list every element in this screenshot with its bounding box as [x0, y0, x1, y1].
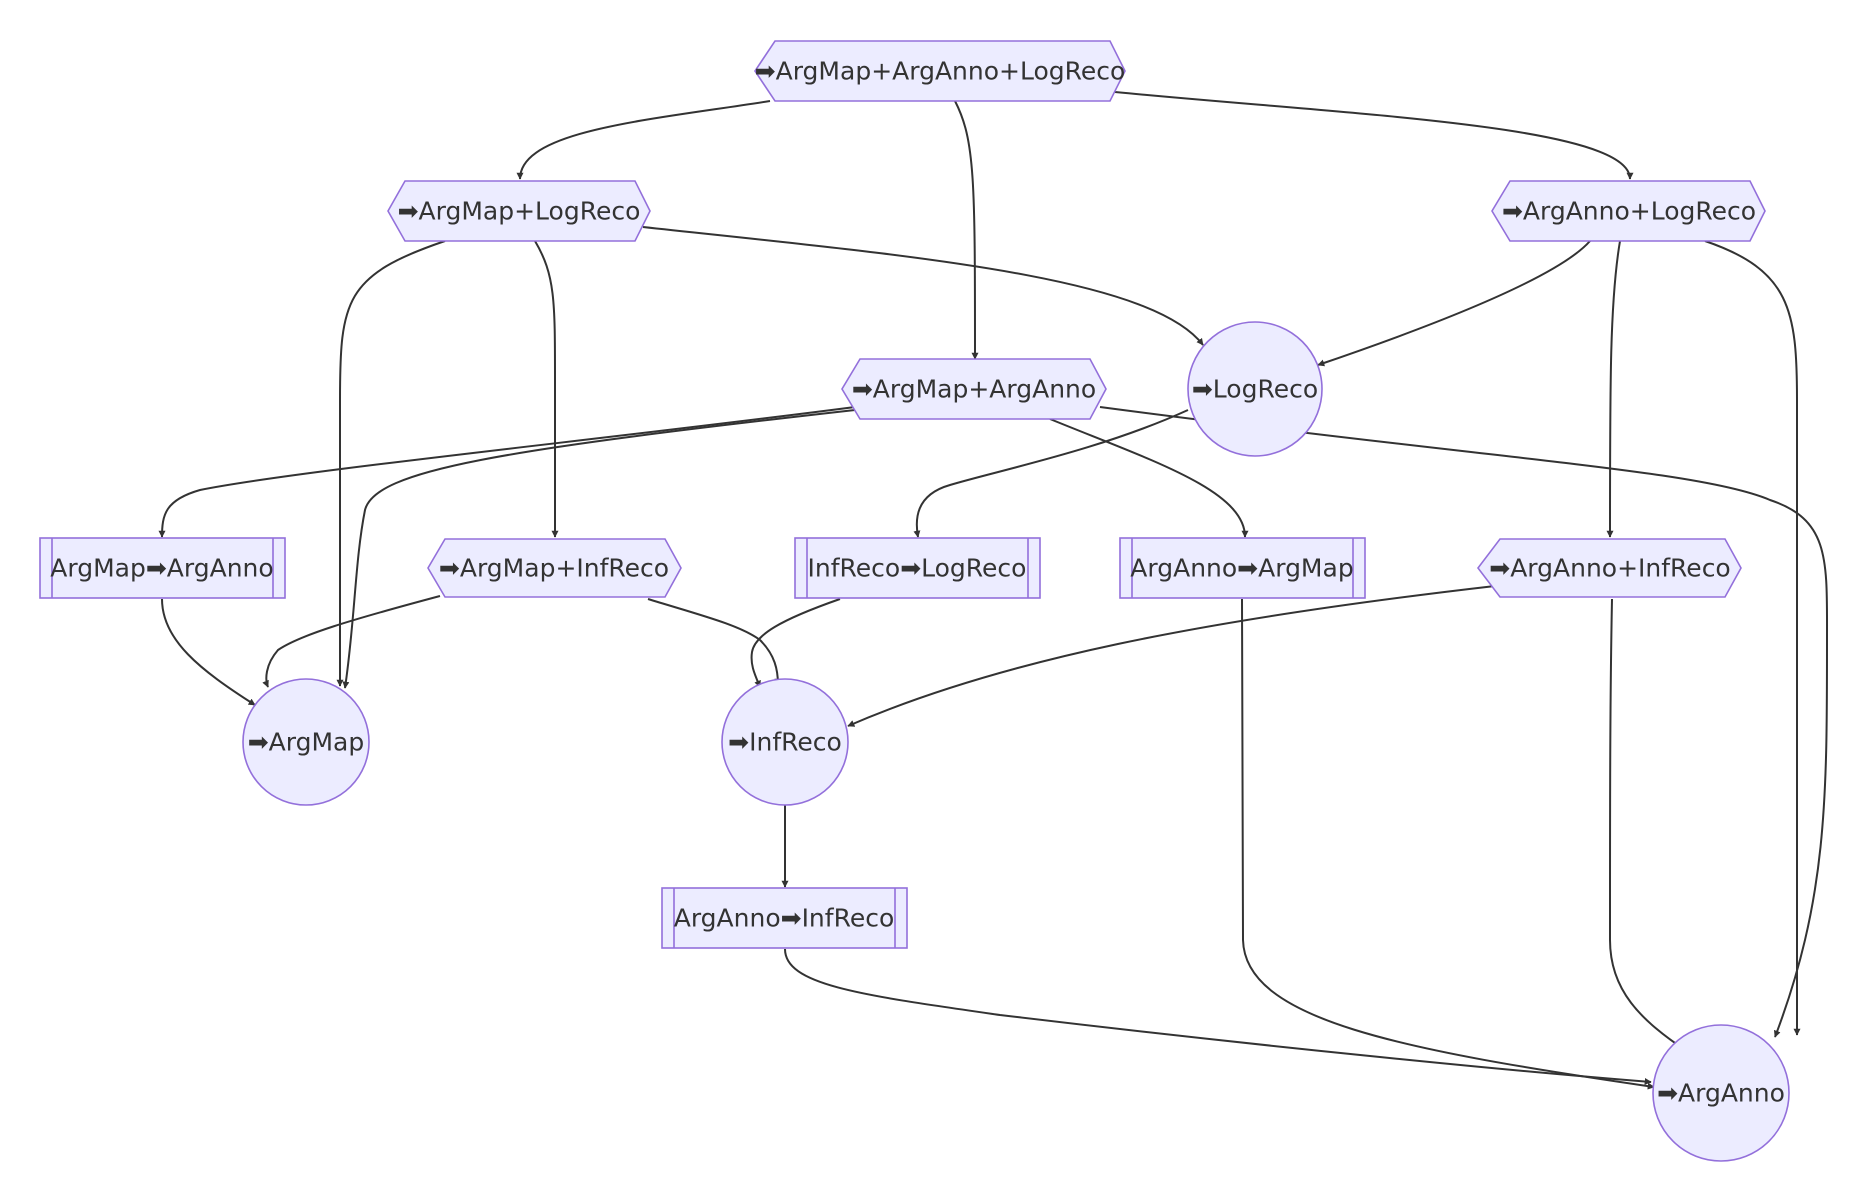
edge-amlr-to-logreco — [642, 226, 1204, 346]
node-label: ArgMap➡ArgAnno — [50, 554, 273, 583]
node-label: ➡InfReco — [728, 728, 842, 757]
node-arganno-logreco[interactable]: ➡ArgAnno+LogReco — [1491, 180, 1766, 242]
node-argmap-logreco[interactable]: ➡ArgMap+LogReco — [387, 180, 651, 242]
edge-amaalr-to-amlr — [516, 100, 771, 180]
node-argmap[interactable]: ➡ArgMap — [242, 678, 370, 806]
node-arganno-infreco[interactable]: ➡ArgAnno+InfReco — [1476, 538, 1742, 598]
edge-amaa-to-amtoaa — [158, 406, 856, 538]
node-infreco[interactable]: ➡InfReco — [721, 678, 849, 806]
edge-amaalr-to-aalr — [1114, 91, 1634, 180]
edge-aalr-to-logreco — [1317, 240, 1591, 367]
node-arganno-to-infreco[interactable]: ArgAnno➡InfReco — [661, 887, 908, 949]
edge-aainf-to-arganno — [1608, 598, 1689, 1053]
edge-aminf-to-argmap — [262, 595, 441, 688]
node-argmap-to-arganno[interactable]: ArgMap➡ArgAnno — [39, 537, 286, 599]
node-label: ➡ArgMap+ArgAnno+LogReco — [755, 57, 1126, 86]
node-label: ➡ArgAnno+InfReco — [1489, 554, 1730, 583]
node-label: ➡ArgMap+LogReco — [398, 197, 641, 226]
node-label: InfReco➡LogReco — [808, 554, 1027, 583]
edge-aatoinf-to-arganno — [784, 948, 1652, 1085]
edge-amlr-to-aminf — [534, 240, 559, 538]
edge-aainf-to-infreco — [847, 585, 1496, 727]
node-label: ArgAnno➡ArgMap — [1130, 554, 1353, 583]
edge-inftolr-to-infreco — [750, 598, 841, 688]
node-label: ArgAnno➡InfReco — [674, 904, 895, 933]
node-infreco-to-logreco[interactable]: InfReco➡LogReco — [794, 537, 1041, 599]
node-label: ➡ArgAnno+LogReco — [1502, 197, 1756, 226]
node-logreco[interactable]: ➡LogReco — [1187, 321, 1323, 457]
edge-amaa-to-argmap — [342, 409, 856, 689]
node-label: ➡ArgMap+InfReco — [439, 554, 669, 583]
edge-aalr-to-arganno — [1704, 240, 1801, 1036]
edge-aalr-to-aainf — [1606, 240, 1621, 538]
node-argmap-arganno[interactable]: ➡ArgMap+ArgAnno — [841, 358, 1107, 420]
edge-amaa-to-aatoam — [1049, 418, 1249, 538]
node-label: ➡ArgAnno — [1657, 1079, 1785, 1108]
edge-amaalr-to-amaa — [954, 100, 979, 360]
edges — [158, 91, 1829, 1090]
edge-amaa-to-arganno — [1099, 406, 1829, 1038]
node-argmap-arganno-logreco[interactable]: ➡ArgMap+ArgAnno+LogReco — [754, 40, 1126, 102]
node-label: ➡ArgMap+ArgAnno — [852, 375, 1096, 404]
node-label: ➡LogReco — [1192, 375, 1318, 404]
edge-amtoaa-to-argmap — [161, 598, 256, 706]
node-argmap-infreco[interactable]: ➡ArgMap+InfReco — [427, 538, 682, 598]
edge-amlr-to-argmap — [336, 240, 446, 687]
node-arganno[interactable]: ➡ArgAnno — [1652, 1024, 1790, 1162]
node-arganno-to-argmap[interactable]: ArgAnno➡ArgMap — [1119, 537, 1366, 599]
edge-aatoam-to-arganno — [1241, 598, 1655, 1090]
edge-logreco-to-inftolr — [913, 409, 1189, 538]
edge-aminf-to-infreco — [647, 598, 782, 686]
node-label: ➡ArgMap — [248, 728, 365, 757]
